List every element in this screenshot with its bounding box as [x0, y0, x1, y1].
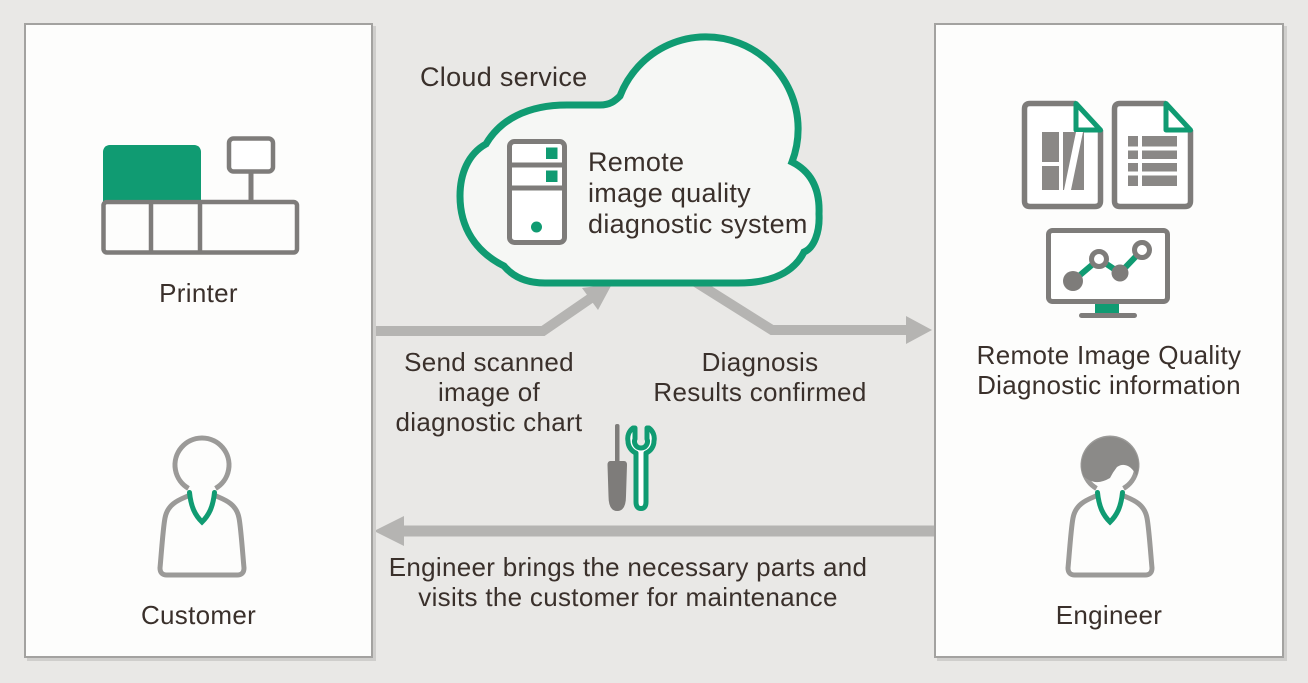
server-icon: [507, 139, 567, 245]
screwdriver-icon: [607, 424, 627, 511]
customer-icon: [157, 435, 247, 578]
return-label: Engineer brings the necessary parts and …: [388, 552, 868, 612]
diagnosis-arrow: [691, 276, 932, 344]
document-image-icon: [1021, 100, 1104, 210]
cloud-service-label: Cloud service: [420, 62, 588, 92]
diagnostic-info-label: Remote Image Quality Diagnostic informat…: [976, 340, 1242, 400]
engineer-label: Engineer: [1055, 600, 1163, 630]
document-report-icon: [1111, 100, 1194, 210]
printer-label: Printer: [159, 278, 238, 308]
tools-icon: [607, 424, 657, 511]
return-arrow: [374, 516, 934, 546]
send-label: Send scanned image of diagnostic chart: [395, 347, 583, 437]
send-arrow: [374, 284, 612, 336]
printer-icon: [101, 136, 300, 255]
customer-label: Customer: [140, 600, 257, 630]
cloud-system-label: Remote image quality diagnostic system: [588, 147, 808, 239]
wrench-icon: [625, 425, 657, 511]
diagnosis-label: Diagnosis Results confirmed: [653, 347, 867, 407]
engineer-icon: [1065, 435, 1155, 578]
monitor-chart-icon: [1046, 228, 1170, 318]
engineer-panel: Remote Image Quality Diagnostic informat…: [934, 23, 1284, 658]
customer-panel: Printer Customer: [24, 23, 373, 658]
